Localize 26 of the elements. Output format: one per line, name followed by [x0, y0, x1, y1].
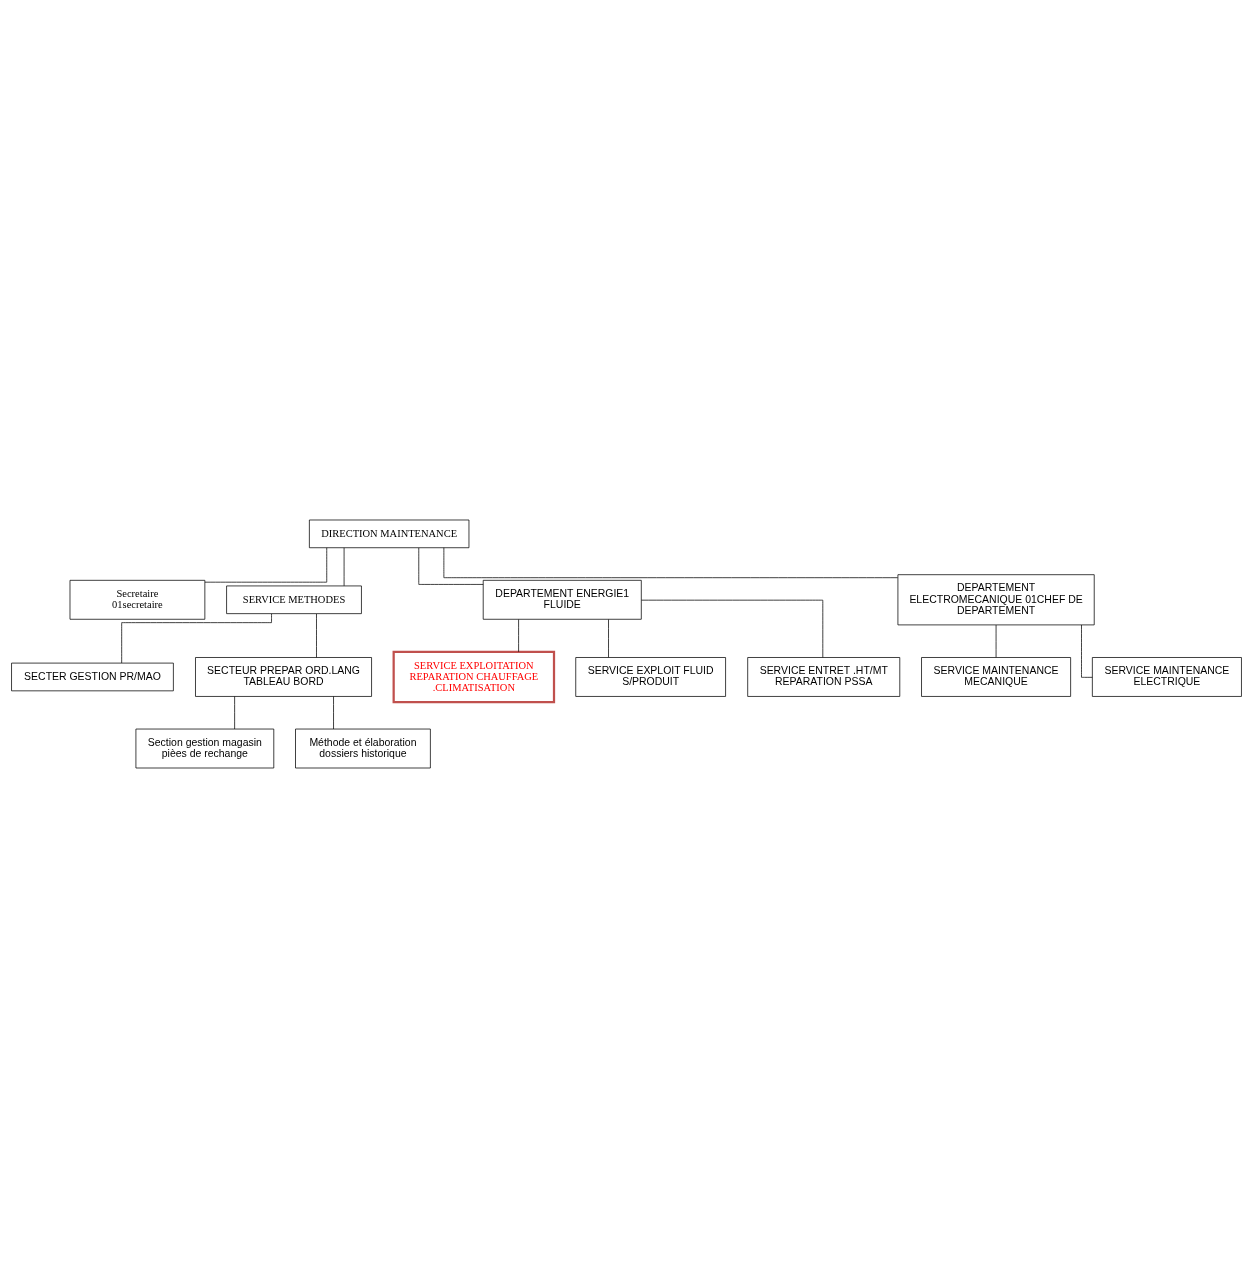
connector	[204, 547, 328, 583]
node-box: SECTER GESTION PR/MAO	[11, 662, 174, 692]
node-box: Méthode et élaboration dossiers historique	[295, 728, 431, 769]
connector	[333, 696, 334, 730]
connector	[1081, 624, 1093, 678]
node-box: SERVICE EXPLOITATION REPARATION CHAUFFAGE .CLIMATISATION	[392, 650, 556, 704]
connector	[316, 613, 317, 658]
connector	[995, 624, 997, 658]
node-box: SERVICE ENTRET .HT/MT REPARATION PSSA	[747, 657, 901, 697]
connector	[518, 619, 519, 653]
node-box: DIRECTION MAINTENANCE	[309, 519, 470, 549]
node-box: SERVICE MAINTENANCE ELECTRIQUE	[1091, 657, 1242, 697]
node-box: SECTEUR PREPAR ORD.LANG TABLEAU BORD	[195, 657, 372, 697]
connector	[443, 547, 899, 579]
node-box: SERVICE MAINTENANCE MECANIQUE	[921, 657, 1071, 697]
node-box: Secretaire 01secretaire	[69, 579, 206, 620]
connector	[641, 599, 824, 658]
node-box: DEPARTEMENT ELECTROMECANIQUE 01CHEF DE DEPARTEMENT	[897, 574, 1095, 626]
connector	[234, 696, 235, 730]
connector	[608, 619, 609, 658]
node-box: SERVICE METHODES	[226, 585, 362, 615]
node-box: Section gestion magasin pièes de rechange	[135, 728, 275, 769]
connector	[121, 613, 272, 664]
connector	[418, 547, 484, 585]
node-box: SERVICE EXPLOIT FLUID S/PRODUIT	[575, 657, 726, 697]
node-box: DEPARTEMENT ENERGIE1 FLUIDE	[482, 579, 642, 620]
